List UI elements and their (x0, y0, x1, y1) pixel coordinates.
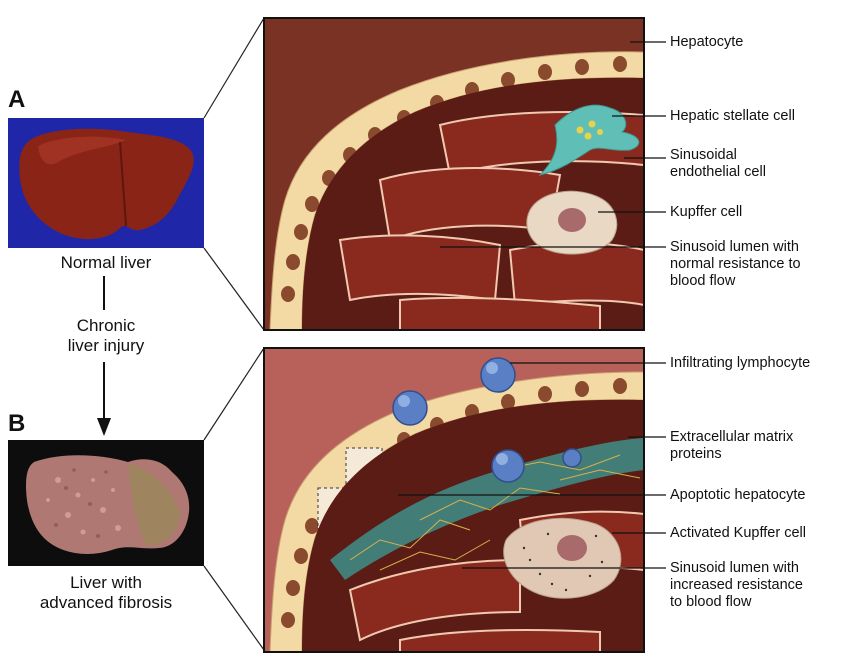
label-lumen-increased-2: increased resistance (670, 577, 803, 593)
label-apoptotic-hepatocyte: Apoptotic hepatocyte (670, 487, 805, 503)
label-activated-kupffer-cell: Activated Kupffer cell (670, 525, 806, 541)
label-sinusoidal-2: endothelial cell (670, 164, 766, 180)
label-ecm-2: proteins (670, 446, 722, 462)
label-hepatocyte: Hepatocyte (670, 34, 743, 50)
label-hepatic-stellate-cell: Hepatic stellate cell (670, 108, 795, 124)
label-ecm-1: Extracellular matrix (670, 429, 793, 445)
label-kupffer-cell: Kupffer cell (670, 204, 742, 220)
label-lumen-normal-3: blood flow (670, 273, 735, 289)
label-lumen-normal-1: Sinusoid lumen with (670, 239, 799, 255)
label-lumen-increased-3: to blood flow (670, 594, 751, 610)
label-sinusoidal-1: Sinusoidal (670, 147, 737, 163)
label-lumen-increased-1: Sinusoid lumen with (670, 560, 799, 576)
label-infiltrating-lymphocyte: Infiltrating lymphocyte (670, 355, 810, 371)
label-lumen-normal-2: normal resistance to (670, 256, 801, 272)
